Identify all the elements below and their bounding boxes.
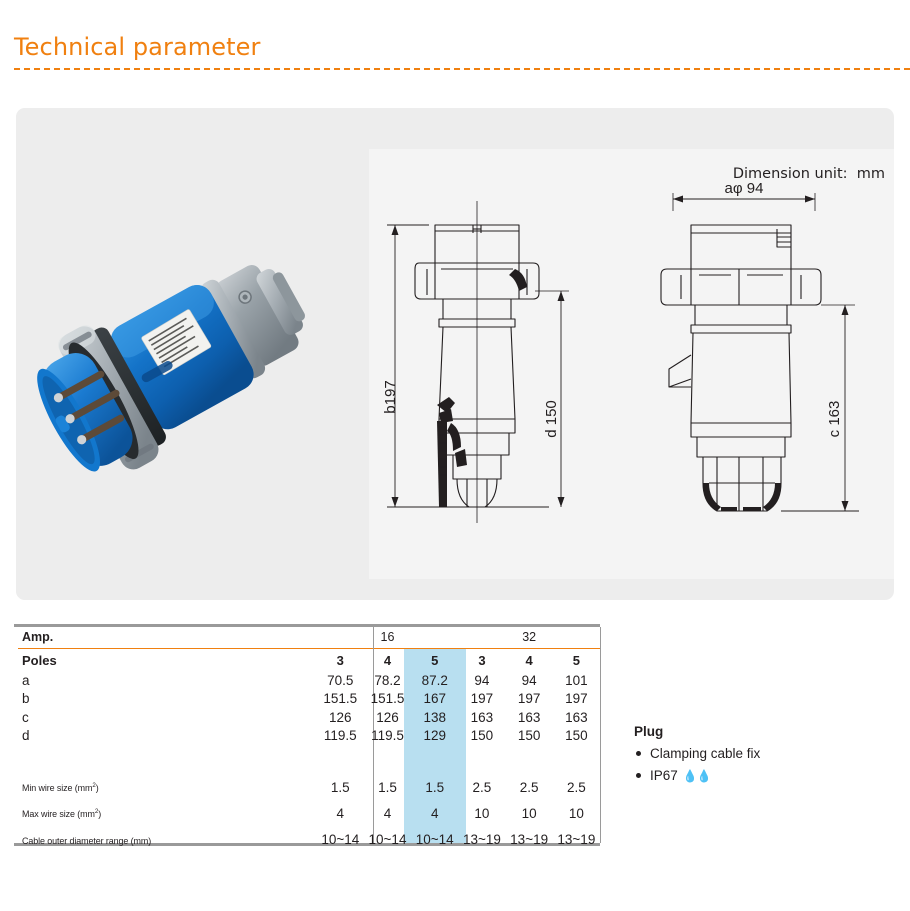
cad-drawing-panel: Dimension unit: mm [369, 149, 894, 579]
poles-cell-2: 5 [431, 652, 439, 668]
cell-cablediam-5: 13~19 [557, 831, 596, 847]
dimension-label-a: aφ 94 [725, 180, 764, 197]
cell-c-0: 126 [329, 709, 352, 725]
row-header-cable-diameter: Cable outer diameter range (mm) [22, 835, 152, 847]
cell-maxwire-3: 10 [474, 805, 490, 821]
amp-group-16: 16 [380, 629, 395, 644]
table-top-rule [14, 624, 600, 627]
cell-minwire-5: 2.5 [566, 779, 586, 795]
cell-b-1: 151.5 [370, 691, 405, 707]
cell-b-3: 197 [470, 691, 494, 707]
row-header-min-wire: Min wire size (mm2) [22, 782, 99, 795]
highlighted-column [404, 649, 466, 843]
page-header: Technical parameter [0, 0, 910, 72]
cell-cablediam-0: 10~14 [321, 831, 360, 847]
table-accent-rule [18, 648, 600, 649]
table-row: Max wire size (mm2) 4 4 4 10 10 10 [14, 800, 600, 826]
cell-c-4: 163 [517, 709, 541, 725]
cell-maxwire-2: 4 [430, 805, 439, 821]
dimension-drawings: b197 d 150 c 163 aφ 94 [382, 180, 859, 523]
table-row-poles: Poles 3 4 5 3 4 5 [14, 649, 600, 671]
feature-label-clamping: Clamping cable fix [650, 746, 761, 761]
table-row: a 70.5 78.2 87.2 94 94 101 [14, 671, 600, 690]
cell-cablediam-3: 13~19 [462, 831, 501, 847]
plug-feature-list: Plug Clamping cable fix IP67 💧💧 [634, 724, 874, 790]
dimension-unit-label: Dimension unit: mm [732, 166, 885, 182]
table-bottom-rule [14, 843, 600, 846]
table-row: c 126 126 138 163 163 163 [14, 708, 600, 727]
amp-group-32: 32 [522, 629, 537, 644]
specification-table: Amp. 16 32 Poles 3 4 5 3 4 5 a 70.5 78.2… [14, 624, 896, 847]
cell-maxwire-5: 10 [568, 805, 584, 821]
cell-a-0: 70.5 [327, 672, 354, 688]
bullet-icon [636, 773, 641, 778]
cell-d-0: 119.5 [323, 728, 357, 744]
dimension-label-d: d 150 [543, 400, 560, 438]
cell-minwire-1: 1.5 [378, 779, 397, 795]
feature-list-title: Plug [634, 724, 664, 739]
cell-a-1: 78.2 [374, 672, 401, 688]
row-header-a: a [22, 672, 30, 688]
cell-c-1: 126 [376, 709, 399, 725]
cell-b-4: 197 [517, 691, 541, 707]
table-row: Cable outer diameter range (mm) 10~14 10… [14, 826, 600, 852]
cell-d-1: 119.5 [371, 728, 404, 744]
row-header-b: b [22, 691, 30, 707]
row-header-poles: Poles [22, 652, 57, 668]
industrial-plug-photo [16, 108, 369, 600]
list-item: IP67 💧💧 [634, 768, 874, 783]
dimension-label-c: c 163 [826, 401, 843, 438]
page-title: Technical parameter [14, 33, 261, 61]
cell-maxwire-4: 10 [521, 805, 537, 821]
cell-a-2: 87.2 [421, 672, 448, 688]
table-spacer-row [14, 745, 600, 774]
cell-c-5: 163 [565, 709, 588, 725]
list-item: Clamping cable fix [634, 746, 874, 761]
cell-d-2: 129 [423, 728, 446, 744]
cell-b-0: 151.5 [323, 691, 358, 707]
cell-c-3: 163 [470, 709, 494, 725]
cell-a-4: 94 [521, 672, 537, 688]
cell-minwire-0: 1.5 [330, 779, 350, 795]
table-right-divider [600, 627, 601, 843]
cell-maxwire-1: 4 [383, 805, 392, 821]
cell-d-3: 150 [470, 728, 494, 744]
poles-cell-0: 3 [336, 652, 344, 668]
product-visual-panel: Dimension unit: mm [16, 108, 894, 600]
table-group-divider [373, 627, 374, 843]
cell-a-3: 94 [474, 672, 490, 688]
cell-d-4: 150 [517, 728, 541, 744]
cell-b-5: 197 [565, 691, 588, 707]
water-drop-icon: 💧💧 [682, 768, 712, 783]
poles-cell-4: 4 [525, 652, 533, 668]
poles-cell-1: 4 [383, 652, 392, 668]
row-header-c: c [22, 709, 29, 725]
product-photo-area [16, 108, 369, 600]
cell-c-2: 138 [423, 709, 446, 725]
cell-minwire-3: 2.5 [472, 779, 492, 795]
cell-cablediam-2: 10~14 [415, 831, 454, 847]
row-header-d: d [22, 728, 30, 744]
dimension-label-b: b197 [382, 380, 399, 413]
poles-cell-5: 5 [572, 652, 580, 668]
cell-minwire-2: 1.5 [425, 779, 445, 795]
row-header-max-wire: Max wire size (mm2) [22, 808, 102, 821]
table-row-amp: Amp. 16 32 [14, 624, 600, 649]
cell-maxwire-0: 4 [336, 805, 345, 821]
cell-minwire-4: 2.5 [519, 779, 539, 795]
cell-cablediam-1: 10~14 [368, 831, 407, 847]
row-header-amp: Amp. [22, 629, 54, 644]
table-row: d 119.5 119.5 129 150 150 150 [14, 727, 600, 746]
table-row: Min wire size (mm2) 1.5 1.5 1.5 2.5 2.5 … [14, 774, 600, 800]
poles-cell-3: 3 [478, 652, 486, 668]
cell-d-5: 150 [565, 728, 588, 744]
cell-cablediam-4: 13~19 [510, 831, 549, 847]
feature-label-ip67: IP67 [650, 768, 678, 783]
header-divider [14, 68, 910, 70]
cell-b-2: 167 [423, 691, 446, 707]
table-row: b 151.5 151.5 167 197 197 197 [14, 690, 600, 709]
cell-a-5: 101 [565, 672, 588, 688]
bullet-icon [636, 751, 641, 756]
